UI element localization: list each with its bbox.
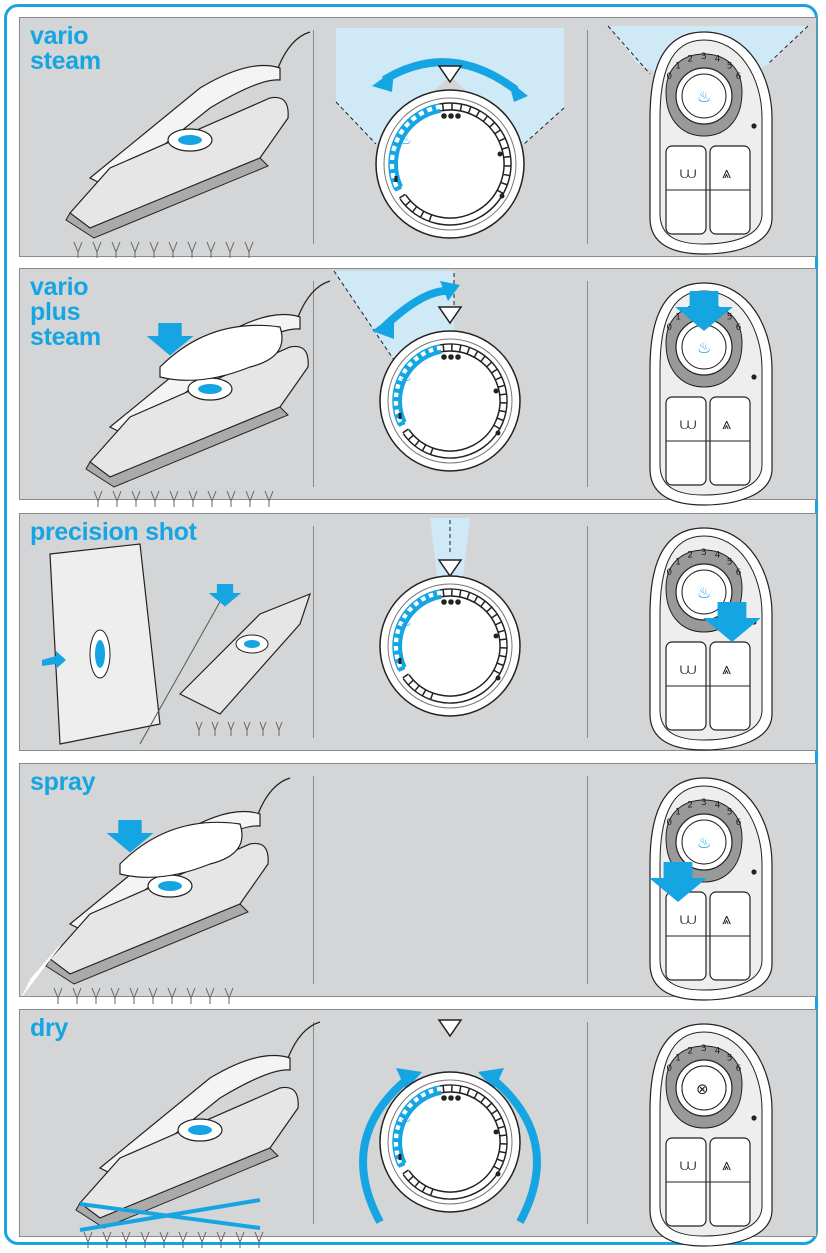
dial-number: 1 — [675, 557, 681, 567]
dial-number: 3 — [701, 798, 707, 808]
dial-number: 4 — [715, 54, 721, 64]
press-arrow-icon — [209, 584, 241, 607]
dial-number: 1 — [675, 312, 681, 322]
iron-spraying-illustration — [30, 774, 310, 996]
dial-number: 3 — [701, 52, 707, 62]
steam-shot-icon: ⩓ — [722, 414, 731, 433]
steam-arrow-icon — [260, 722, 266, 736]
dial-number: 0 — [666, 1064, 672, 1074]
dial-number: 2 — [687, 550, 693, 560]
dial-number: 0 — [666, 72, 672, 82]
dial-number: 6 — [736, 323, 742, 333]
steam-cloud-icon: ♨ — [697, 833, 711, 852]
dial-number: 4 — [715, 550, 721, 560]
control-knob-illustration: ♨ 0123456 ⩊ ⩓ — [588, 514, 816, 750]
dial-number: 6 — [736, 72, 742, 82]
iron-cord — [258, 778, 290, 814]
control-knob-illustration: ♨0123456⩊⩓ — [588, 269, 816, 499]
dial-number: 0 — [666, 568, 672, 578]
dial-number: 5 — [727, 312, 733, 322]
panel-precision-shot: precision shot ♨ ♨ 0123456 ⩊ ⩓ — [19, 513, 817, 751]
dial-number: 1 — [675, 1053, 681, 1063]
temperature-dial-illustration: ♨ — [314, 18, 586, 256]
iron-horizontal — [180, 594, 310, 714]
steam-cloud-icon: ♨ — [697, 338, 711, 357]
steam-cloud-icon: ♨ — [400, 1111, 412, 1126]
dial-number: 1 — [675, 61, 681, 71]
panel-dry: dry ♨ ♨0123456⩊⩓⊗ — [19, 1009, 817, 1237]
dial-pointer-icon — [439, 1020, 461, 1036]
spray-nozzle-icon: ⩊ — [680, 909, 696, 928]
iron-cord — [278, 32, 310, 68]
iron-illustration — [50, 28, 310, 253]
temperature-dial-illustration: ♨ — [314, 269, 586, 499]
temperature-dial-illustration: ♨ — [314, 1010, 586, 1236]
steam-arrow-icon — [207, 242, 215, 258]
spray-nozzle-icon: ⩊ — [680, 1155, 696, 1174]
dial-number: 2 — [687, 54, 693, 64]
dial-number: 3 — [701, 548, 707, 558]
steam-arrow-icon — [169, 242, 177, 258]
spray-nozzle-icon: ⩊ — [680, 414, 696, 433]
dial-number: 3 — [701, 1044, 707, 1054]
iron-no-steam-illustration — [60, 1018, 310, 1236]
temperature-dial-illustration: ♨ — [314, 514, 586, 750]
dial-number: 5 — [727, 807, 733, 817]
dial-number: 0 — [666, 323, 672, 333]
steam-shot-icon: ⩓ — [722, 659, 731, 678]
steam-arrow-icon — [212, 722, 218, 736]
steam-arrow-icon — [93, 242, 101, 258]
dial-number: 2 — [687, 1046, 693, 1056]
dial-number: 5 — [727, 1053, 733, 1063]
dial-number: 5 — [727, 61, 733, 71]
panel-label-precision-shot: precision shot — [30, 520, 197, 545]
steam-cloud-icon: ♨ — [400, 615, 412, 630]
steam-arrow-icon — [112, 242, 120, 258]
steam-arrow-icon — [228, 722, 234, 736]
dial-number: 6 — [736, 818, 742, 828]
no-steam-icon: ⊗ — [696, 1080, 709, 1098]
steam-cloud-icon: ♨ — [697, 583, 711, 602]
iron-with-hand-illustration — [70, 277, 310, 497]
dial-number: 4 — [715, 800, 721, 810]
steam-arrow-icon — [188, 242, 196, 258]
panel-vario-steam: variosteam ♨ ♨0123456⩊⩓ — [19, 17, 817, 257]
dial-number: 0 — [666, 818, 672, 828]
steam-arrow-icon — [245, 242, 253, 258]
panel-spray: spray ♨0123456⩊⩓ — [19, 763, 817, 997]
steam-arrow-icon — [244, 722, 250, 736]
spray-nozzle-icon: ⩊ — [680, 659, 696, 678]
dial-number: 6 — [736, 1064, 742, 1074]
dial-number: 2 — [687, 800, 693, 810]
steam-arrow-icon — [276, 722, 282, 736]
spray-nozzle-icon: ⩊ — [680, 163, 696, 182]
steam-arrow-icon — [226, 242, 234, 258]
steam-arrow-icon — [131, 242, 139, 258]
steam-arrow-icon — [150, 242, 158, 258]
steam-shot-icon: ⩓ — [722, 163, 731, 182]
iron-vertical-and-horizontal-illustration — [20, 544, 312, 750]
steam-cloud-icon: ♨ — [400, 133, 412, 148]
dial-number: 4 — [715, 1046, 721, 1056]
steam-arrow-icon — [74, 242, 82, 258]
dial-number: 1 — [675, 807, 681, 817]
steam-shot-icon: ⩓ — [722, 909, 731, 928]
steam-cloud-icon: ♨ — [697, 87, 711, 106]
steam-arrow-icon — [196, 722, 202, 736]
steam-shot-icon: ⩓ — [722, 1155, 731, 1174]
dial-number: 5 — [727, 557, 733, 567]
steam-cloud-icon: ♨ — [400, 370, 412, 385]
dial-number: 6 — [736, 568, 742, 578]
control-knob-illustration: ♨ 0123456 ⩊ ⩓ — [588, 764, 816, 996]
